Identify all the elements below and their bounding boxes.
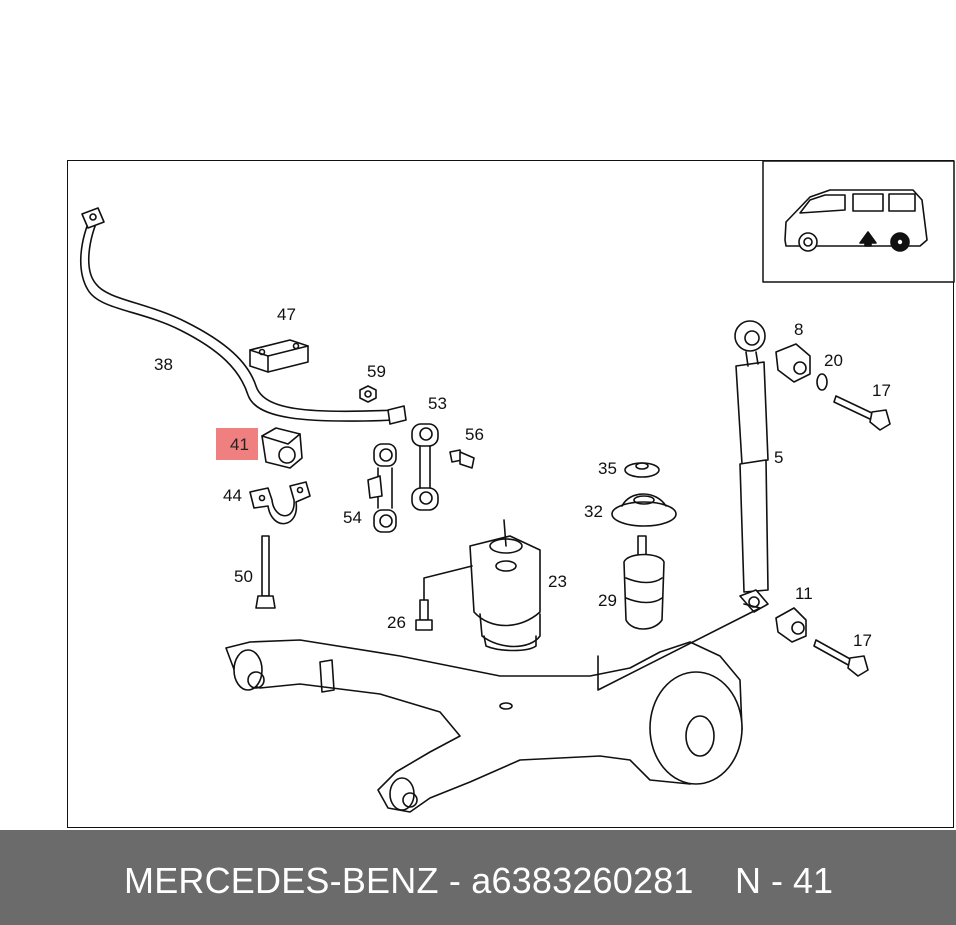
position-caption: N - 41 bbox=[735, 860, 834, 901]
bushing-part-8 bbox=[775, 343, 811, 383]
bump-stop-part-35 bbox=[624, 462, 660, 478]
callout-54: 54 bbox=[343, 508, 362, 527]
bolt-part-17a bbox=[833, 395, 891, 431]
bracket-part-44 bbox=[249, 481, 311, 525]
part-number-caption: MERCEDES-BENZ - a6383260281 bbox=[124, 860, 694, 901]
callout-44: 44 bbox=[223, 486, 242, 505]
suspension-diagram bbox=[79, 160, 955, 813]
callout-35: 35 bbox=[598, 459, 617, 478]
bolt-part-26 bbox=[415, 565, 473, 631]
rubber-mount-part-41 bbox=[261, 427, 303, 469]
callout-26: 26 bbox=[387, 613, 406, 632]
callout-47: 47 bbox=[277, 305, 296, 324]
vehicle-thumbnail bbox=[762, 160, 955, 283]
callout-38: 38 bbox=[154, 355, 173, 374]
stabilizer-bar bbox=[79, 207, 407, 425]
nut-part-59 bbox=[359, 385, 377, 403]
buffer-part-29 bbox=[623, 535, 665, 630]
shock-absorber-part-5 bbox=[734, 320, 769, 613]
bolt-part-56 bbox=[449, 449, 475, 469]
bolt-part-17b bbox=[813, 639, 869, 677]
callout-20: 20 bbox=[824, 351, 843, 370]
rear-axle-carrier bbox=[225, 603, 761, 813]
clamp-part-47 bbox=[249, 339, 309, 373]
callout-59: 59 bbox=[367, 362, 386, 381]
callout-8: 8 bbox=[794, 320, 804, 339]
callout-53: 53 bbox=[428, 394, 447, 413]
bolt-part-50 bbox=[255, 535, 276, 609]
callout-50: 50 bbox=[234, 567, 253, 586]
callout-23: 23 bbox=[548, 572, 567, 591]
washer-part-20 bbox=[816, 373, 828, 391]
bushing-part-11 bbox=[775, 607, 807, 643]
callout-56: 56 bbox=[465, 425, 484, 444]
callout-17-lower: 17 bbox=[853, 631, 872, 650]
air-spring-part-23 bbox=[469, 519, 541, 652]
cap-part-32 bbox=[611, 493, 677, 527]
callout-41-highlighted: 41 bbox=[216, 428, 258, 460]
link-part-54 bbox=[367, 443, 397, 533]
callout-32: 32 bbox=[584, 502, 603, 521]
callout-5: 5 bbox=[774, 448, 784, 467]
link-part-53 bbox=[411, 423, 439, 511]
callout-29: 29 bbox=[598, 591, 617, 610]
callout-11: 11 bbox=[795, 584, 813, 603]
caption-bar: MERCEDES-BENZ - a6383260281 N - 41 bbox=[0, 830, 956, 925]
callout-17-upper: 17 bbox=[872, 381, 891, 400]
